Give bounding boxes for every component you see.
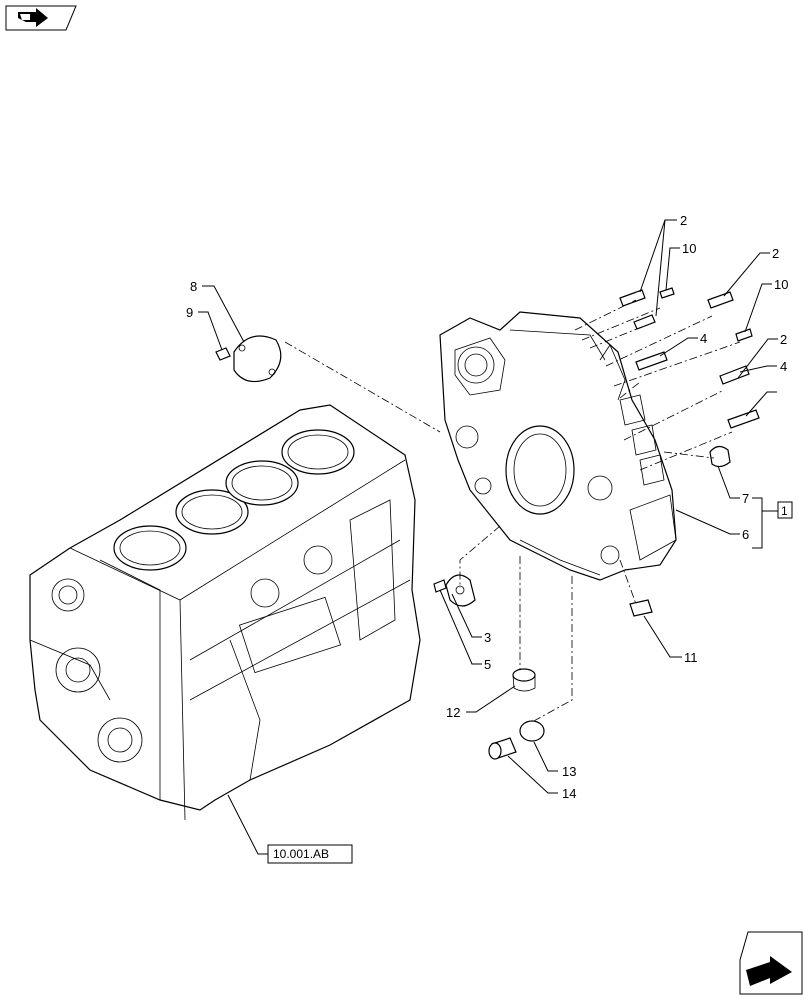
callout-2: 2	[780, 332, 787, 347]
callout-12: 12	[446, 705, 460, 720]
callout-10: 10	[774, 277, 788, 292]
bolt-9	[215, 347, 231, 361]
callout-11: 11	[684, 650, 698, 665]
callout-13: 13	[562, 764, 576, 779]
callout-2: 2	[772, 246, 779, 261]
cap-12	[512, 668, 536, 692]
callout-2: 2	[680, 213, 687, 228]
previous-page-arrow-icon[interactable]	[5, 5, 77, 31]
callout-3: 3	[484, 630, 491, 645]
plug-7	[709, 445, 731, 468]
callout-8: 8	[190, 279, 197, 294]
flywheel-housing	[439, 311, 677, 581]
reference-box[interactable]	[267, 844, 353, 864]
callout-5: 5	[484, 657, 491, 672]
cover-plate	[233, 335, 282, 383]
callout-4: 4	[780, 359, 787, 374]
assembly-lines	[284, 299, 741, 723]
callout-9: 9	[186, 305, 193, 320]
callout-1: 1	[781, 504, 788, 518]
plug-14	[488, 737, 517, 760]
bolts-group	[619, 287, 760, 429]
engine-block	[29, 404, 421, 821]
bolt-5	[433, 579, 447, 593]
next-page-arrow-icon[interactable]	[739, 931, 803, 995]
gasket-3	[445, 574, 476, 607]
callout-1-box	[777, 501, 793, 519]
callout-14: 14	[562, 786, 576, 801]
reference-label[interactable]: 10.001.AB	[273, 847, 329, 861]
callout-4: 4	[700, 331, 707, 346]
callout-7: 7	[742, 491, 749, 506]
o-ring-13	[519, 720, 545, 742]
leader-lines	[198, 219, 778, 855]
callout-6: 6	[742, 527, 749, 542]
plug-11	[629, 599, 653, 617]
callout-10: 10	[682, 241, 696, 256]
